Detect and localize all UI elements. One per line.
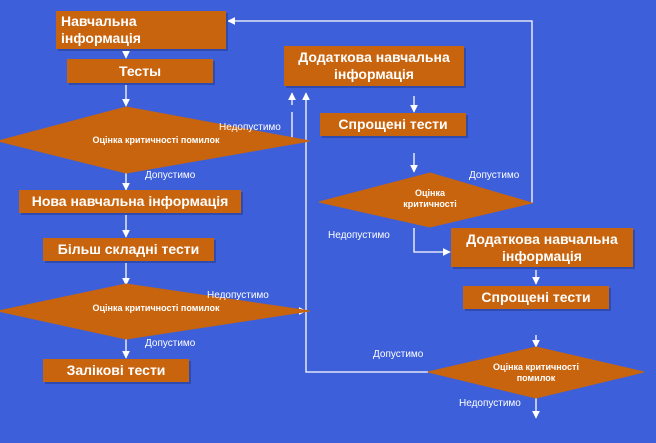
decision-diamond-4 [427, 346, 645, 399]
edge-label-d4-acceptable: Допустимо [373, 349, 424, 360]
arrow-d3-to-n8 [413, 228, 451, 256]
edge-label-d2-unacceptable: Недопустимо [207, 290, 269, 301]
node-educational-info: Навчальна інформація [56, 11, 226, 49]
node-simplified-tests-1: Спрощені тести [320, 113, 466, 136]
edge-label-d3-acceptable: Допустимо [469, 170, 520, 181]
node-tests: Тесты [67, 59, 213, 83]
decision-diamond-2 [0, 283, 311, 340]
decision-diamond-1 [0, 106, 311, 174]
decision-diamond-3 [318, 172, 534, 228]
edge-label-d4-unacceptable: Недопустимо [459, 398, 521, 409]
decision-label-3: Оцінка критичності [403, 188, 457, 209]
node-extra-info-1: Додаткова навчальна інформація [284, 46, 464, 86]
decision-label-2: Оцінка критичності помилок [92, 302, 220, 313]
edge-label-d3-unacceptable: Недопустимо [328, 230, 390, 241]
decision-label-4: Оцінка критичності помилок [493, 362, 579, 383]
node-new-info: Нова навчальна інформація [19, 190, 241, 213]
node-simplified-tests-2: Спрощені тести [463, 286, 609, 309]
node-final-tests: Залікові тести [43, 359, 189, 382]
decision-label-1: Оцінка критичності помилок [92, 134, 220, 145]
node-extra-info-2: Додаткова навчальна інформація [451, 228, 633, 267]
edge-label-d1-acceptable: Допустимо [145, 170, 196, 181]
arrow-d4-to-n6 [305, 95, 428, 373]
edge-label-d2-acceptable: Допустимо [145, 338, 196, 349]
arrow-d3-to-n1 [227, 17, 533, 203]
edge-label-d1-unacceptable: Недопустимо [219, 122, 281, 133]
node-harder-tests: Більш складні тести [43, 238, 214, 261]
